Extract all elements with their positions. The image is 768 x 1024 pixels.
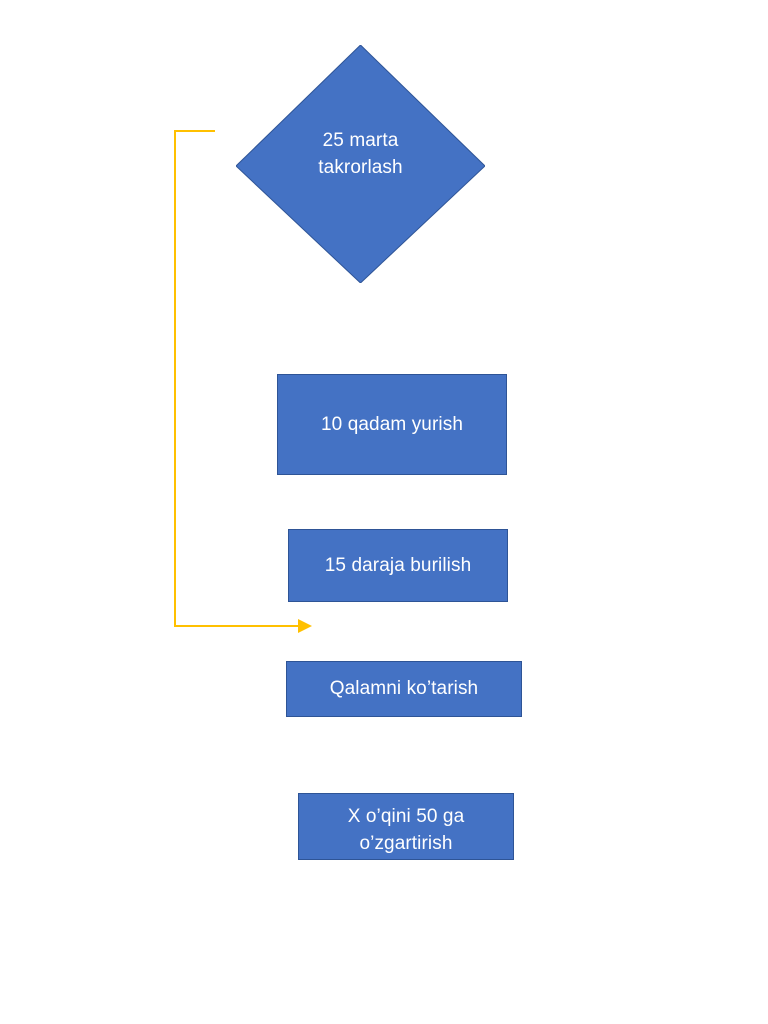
node-repeat-decision[interactable]: 25 marta takrorlash — [236, 45, 485, 283]
node-penup-process[interactable]: Qalamni ko’tarish — [286, 661, 522, 717]
node-setx-label: X o’qini 50 ga o’zgartirish — [347, 806, 465, 854]
node-walk-process[interactable]: 10 qadam yurish — [277, 374, 507, 475]
node-penup-label: Qalamni ko’tarish — [329, 678, 479, 699]
node-walk-label: 10 qadam yurish — [321, 414, 463, 435]
diamond-shape-icon — [236, 45, 485, 283]
node-turn-label: 15 daraja burilish — [324, 555, 472, 576]
node-turn-process[interactable]: 15 daraja burilish — [288, 529, 508, 602]
node-setx-process[interactable]: X o’qini 50 ga o’zgartirish — [298, 793, 514, 860]
node-repeat-label: 25 marta takrorlash — [318, 130, 403, 178]
connector-arrowhead-icon — [298, 619, 312, 633]
